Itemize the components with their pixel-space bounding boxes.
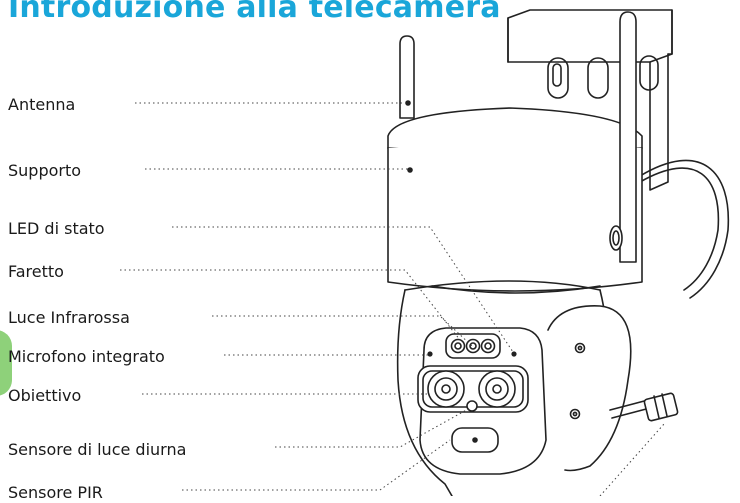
label-antenna: Antenna [8,95,76,114]
camera-dome [396,280,632,496]
leader-lines [120,102,665,496]
section-tab-marker [0,330,12,396]
label-led-di-stato: LED di stato [8,219,105,238]
power-cable [639,159,730,299]
antenna-right [609,11,637,263]
lens-module [417,365,529,413]
label-luce-infrarossa: Luce Infrarossa [8,308,130,327]
cable-gland [609,392,679,422]
camera-top-housing [387,107,643,292]
label-microfono: Microfono integrato [8,347,165,366]
pir-sensor [451,427,499,453]
label-faretto: Faretto [8,262,64,281]
label-supporto: Supporto [8,161,82,180]
page-title: Introduzione alla telecamera [8,0,501,25]
antenna-left [399,35,415,119]
label-sensore-luce: Sensore di luce diurna [8,440,187,459]
label-obiettivo: Obiettivo [8,386,82,405]
